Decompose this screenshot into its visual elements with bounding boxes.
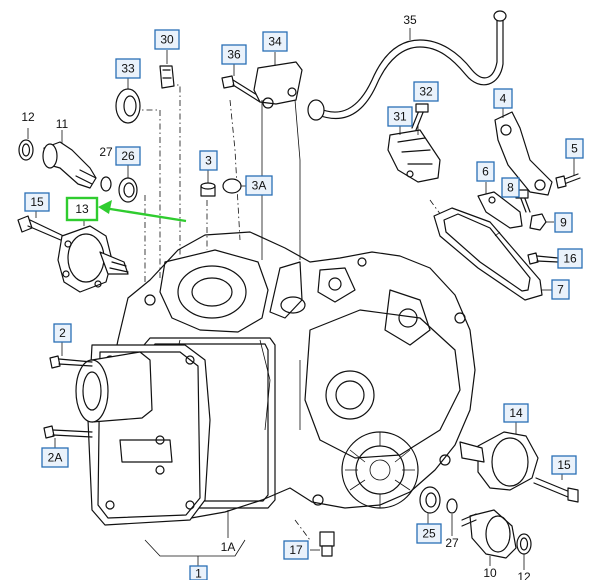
callout-34-label: 34 xyxy=(268,35,282,49)
part-17-drain-plug xyxy=(310,531,335,557)
callout-15-left[interactable]: 15 xyxy=(24,192,50,212)
callout-32[interactable]: 32 xyxy=(413,81,439,102)
part-2-bolt xyxy=(49,342,93,369)
callout-25-label: 25 xyxy=(422,527,436,541)
part-33-seal xyxy=(115,78,141,124)
callout-36-label: 36 xyxy=(227,48,241,62)
label-27-top: 27 xyxy=(99,145,113,159)
group-bracket-1 xyxy=(144,510,246,566)
callout-26-label: 26 xyxy=(121,149,135,163)
part-3-plug xyxy=(200,170,216,197)
label-11: 11 xyxy=(56,117,69,131)
callout-30[interactable]: 30 xyxy=(154,29,180,50)
callout-31-label: 31 xyxy=(393,110,407,124)
callout-16-label: 16 xyxy=(563,252,577,266)
part-15-bolt-right xyxy=(533,470,579,503)
callout-30-label: 30 xyxy=(160,33,174,47)
callout-15-right[interactable]: 15 xyxy=(551,455,577,475)
callout-13[interactable]: 13 xyxy=(65,196,99,222)
part-36-bolt xyxy=(221,64,263,103)
callout-3a[interactable]: 3A xyxy=(245,175,273,196)
part-15-bolt-left xyxy=(17,210,73,245)
part-14-flange-right xyxy=(459,422,539,491)
callout-14[interactable]: 14 xyxy=(503,403,529,423)
label-27-bottom: 27 xyxy=(445,536,459,550)
callout-33-label: 33 xyxy=(121,62,135,76)
part-16-bolt xyxy=(527,252,559,265)
callout-14-label: 14 xyxy=(509,406,523,420)
label-1a: 1A xyxy=(221,540,236,554)
callout-1-label: 1 xyxy=(195,567,202,580)
callout-2a-label: 2A xyxy=(48,451,63,465)
callout-5-label: 5 xyxy=(571,142,578,156)
part-13-flange xyxy=(57,219,129,293)
label-12-bottom: 12 xyxy=(517,570,531,580)
callout-15-right-label: 15 xyxy=(557,458,571,472)
callout-16[interactable]: 16 xyxy=(557,248,583,269)
callout-2a[interactable]: 2A xyxy=(41,447,69,468)
part-9-nut xyxy=(529,213,554,231)
callout-31[interactable]: 31 xyxy=(387,106,413,127)
label-35: 35 xyxy=(403,13,417,27)
part-11-flange-shaft xyxy=(42,130,97,189)
part-12-oring xyxy=(18,128,34,161)
part-5-bolt xyxy=(555,173,581,189)
callout-15-left-label: 15 xyxy=(30,195,44,209)
part-31-selector xyxy=(387,129,441,183)
callout-26[interactable]: 26 xyxy=(115,146,141,166)
actuator-cylinder xyxy=(75,351,153,423)
callout-6-label: 6 xyxy=(482,165,489,179)
callout-2[interactable]: 2 xyxy=(53,323,72,343)
callout-1[interactable]: 1 xyxy=(189,565,208,580)
callout-4-label: 4 xyxy=(500,92,507,106)
part-34-bracket xyxy=(253,52,303,109)
highlight-arrow xyxy=(98,200,187,223)
callout-3[interactable]: 3 xyxy=(199,150,218,171)
callout-8[interactable]: 8 xyxy=(501,177,520,198)
callout-34[interactable]: 34 xyxy=(262,31,288,52)
callout-8-label: 8 xyxy=(507,181,514,195)
callout-17-label: 17 xyxy=(289,543,303,557)
part-6-bracket xyxy=(477,182,523,229)
part-27-circlip-right xyxy=(446,498,458,536)
callout-17[interactable]: 17 xyxy=(283,540,309,560)
callout-7-label: 7 xyxy=(557,283,564,297)
part-30-clip xyxy=(159,50,175,89)
part-2a-bolt xyxy=(43,425,93,448)
callout-25[interactable]: 25 xyxy=(416,523,442,544)
part-10-flange-shaft xyxy=(461,509,517,566)
label-12-top: 12 xyxy=(21,110,35,124)
part-27-circlip xyxy=(100,176,112,192)
part-25-seal xyxy=(419,486,441,524)
callout-4[interactable]: 4 xyxy=(493,88,513,109)
callout-5[interactable]: 5 xyxy=(565,138,584,159)
part-35-cable xyxy=(307,10,507,121)
part-32-bolt xyxy=(411,103,429,131)
callout-9-label: 9 xyxy=(560,216,567,230)
callout-9[interactable]: 9 xyxy=(554,212,573,233)
callout-2-label: 2 xyxy=(59,326,66,340)
part-12-oring-right xyxy=(516,533,532,570)
callout-36[interactable]: 36 xyxy=(221,44,247,65)
part-26-seal xyxy=(118,165,138,203)
part-3a-plug xyxy=(222,178,246,194)
callout-32-label: 32 xyxy=(419,85,433,99)
callout-6[interactable]: 6 xyxy=(476,161,495,182)
callout-3-label: 3 xyxy=(205,154,212,168)
callout-3a-label: 3A xyxy=(252,179,267,193)
part-4-bracket xyxy=(494,108,553,196)
callout-33[interactable]: 33 xyxy=(115,58,141,79)
callout-7[interactable]: 7 xyxy=(551,279,570,300)
part-7-cover-plate xyxy=(433,207,552,301)
label-10: 10 xyxy=(483,566,497,580)
callout-13-label: 13 xyxy=(75,202,89,216)
